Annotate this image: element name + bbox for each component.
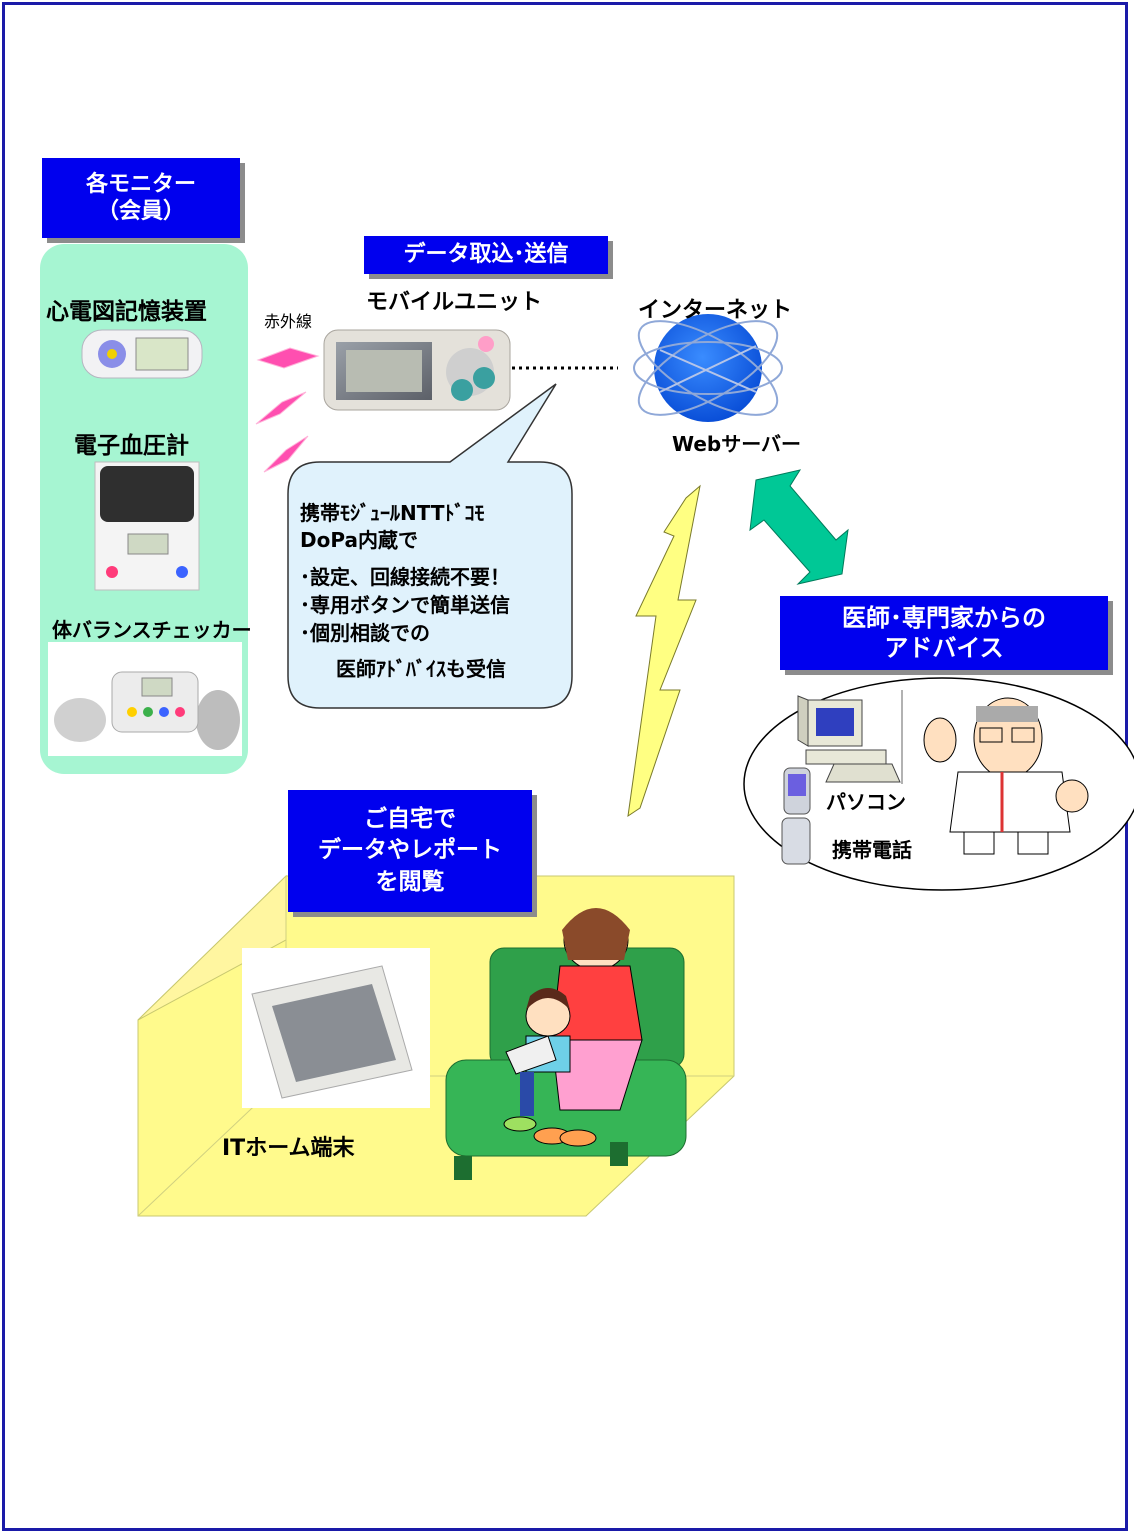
bp-monitor-label: 電子血圧計	[74, 433, 189, 459]
home-title-box: ご自宅で データやレポート を閲覧	[288, 790, 532, 912]
advice-title-line1: 医師･専門家からの	[842, 604, 1046, 632]
infrared-beams	[255, 347, 320, 473]
internet-globe-icon	[633, 314, 783, 422]
wireless-lightning-icon	[627, 484, 701, 818]
monitors-title-line2: （会員）	[96, 199, 185, 224]
web-server-label: Webサーバー	[672, 432, 802, 456]
family-on-sofa-image	[445, 908, 687, 1180]
bp-monitor-image	[94, 461, 200, 591]
bubble-line1: 携帯ﾓｼﾞｭｰﾙNTTﾄﾞｺﾓ	[300, 501, 485, 525]
pc-icon	[797, 695, 901, 783]
it-home-terminal-image	[242, 948, 430, 1108]
mobile-phone-icon	[781, 767, 811, 865]
monitors-title-box: 各モニター （会員）	[42, 158, 240, 238]
home-title-line2: データやレポート	[318, 837, 502, 864]
home-title-line1: ご自宅で	[364, 806, 456, 833]
monitors-title-line1: 各モニター	[85, 171, 196, 197]
internet-label: インターネット	[638, 298, 793, 323]
bubble-line5: ･個別相談での	[300, 621, 430, 645]
balance-checker-image	[48, 642, 242, 756]
bidirectional-arrow-icon	[749, 469, 849, 585]
speech-bubble	[287, 383, 573, 709]
bubble-line6: 医師ｱﾄﾞﾊﾞｲｽも受信	[336, 657, 506, 681]
balance-checker-label: 体バランスチェッカー	[52, 618, 252, 642]
doctor-icon	[923, 697, 1089, 855]
bubble-line2: DoPa内蔵で	[300, 528, 418, 552]
it-home-terminal-label: ITホーム端末	[222, 1136, 355, 1161]
mobile-unit-label: モバイルユニット	[366, 290, 543, 315]
pc-label: パソコン	[826, 790, 906, 814]
ecg-device-image	[81, 329, 203, 379]
home-title-line3: を閲覧	[375, 868, 445, 895]
data-send-title: データ取込･送信	[403, 242, 569, 268]
bubble-line3: ･設定、回線接続不要！	[300, 565, 510, 589]
phone-label: 携帯電話	[832, 838, 912, 862]
advice-title-box: 医師･専門家からの アドバイス	[780, 596, 1108, 670]
advice-title-line2: アドバイス	[884, 634, 1004, 662]
bubble-line4: ･専用ボタンで簡単送信	[300, 593, 510, 617]
mobile-unit-image	[323, 329, 511, 411]
infrared-label: 赤外線	[264, 312, 313, 331]
data-send-title-box: データ取込･送信	[364, 236, 608, 274]
ecg-device-label: 心電図記憶装置	[46, 299, 207, 325]
